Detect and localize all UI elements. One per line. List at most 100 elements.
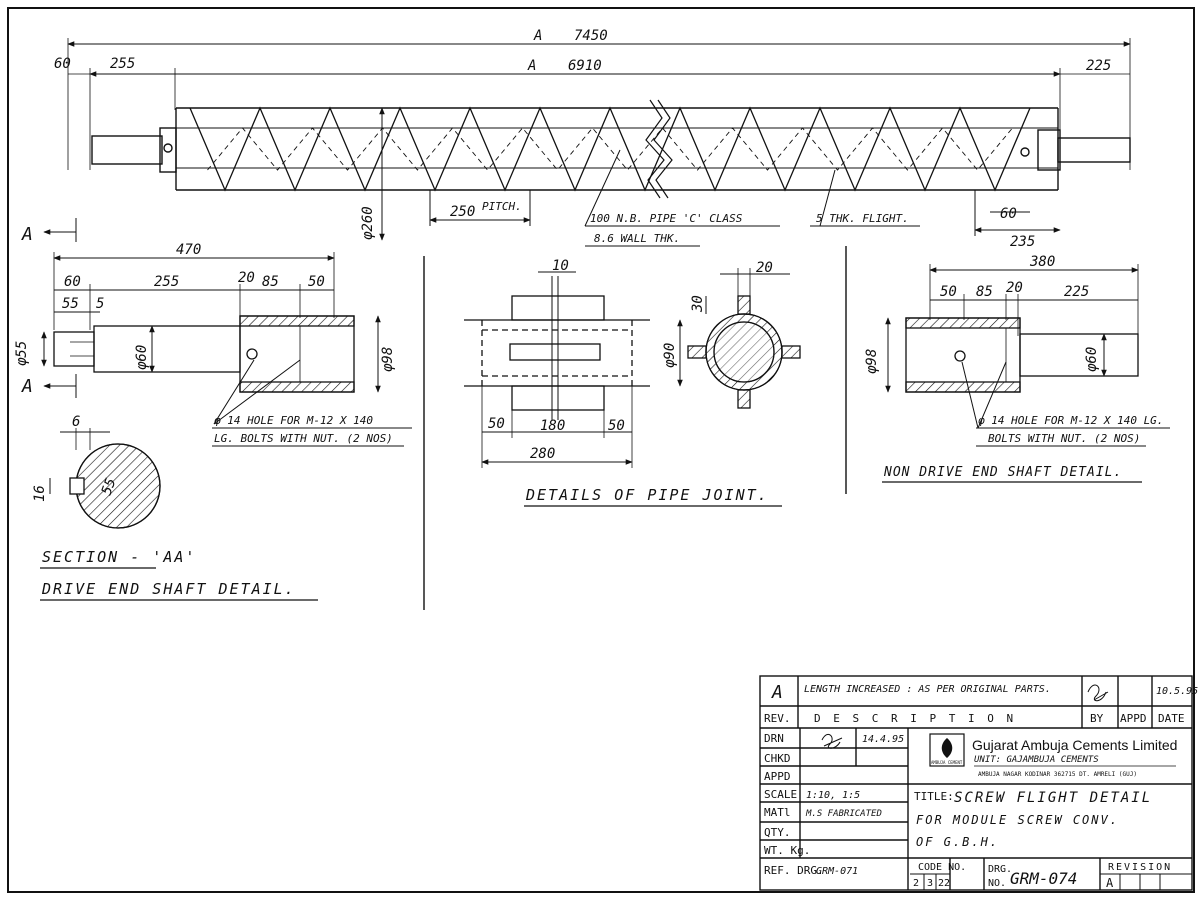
- drawing-title-line-3: OF G.B.H.: [916, 835, 999, 849]
- company-unit: UNIT: GAJAMBUJA CEMENTS: [974, 755, 1099, 765]
- nd-dim-20: 20: [1006, 280, 1023, 296]
- nd-dia-60: φ60: [1084, 347, 1100, 372]
- dim-pitch: 250: [450, 204, 475, 220]
- flight-outline: [189, 106, 1031, 192]
- code-part-2: 3: [927, 878, 933, 889]
- dim-overall-length: 7450: [574, 28, 608, 44]
- dim-left-end: 60: [54, 56, 71, 72]
- sec-dim-16: 16: [32, 485, 48, 502]
- pj-dim-10: 10: [552, 258, 569, 274]
- nd-dim-225: 225: [1064, 284, 1089, 300]
- value-revision: A: [1106, 876, 1114, 890]
- screw-flight: [189, 106, 1031, 192]
- company-address: AMBUJA NAGAR KODINAR 362715 DT. AMRELI (…: [978, 771, 1137, 778]
- pj-dia-90: φ90: [662, 343, 678, 368]
- company-name: Gujarat Ambuja Cements Limited: [972, 737, 1177, 753]
- drawing-number: GRM-074: [1010, 869, 1077, 888]
- title-label: TITLE:: [914, 790, 954, 803]
- drawing-title-line-2: FOR MODULE SCREW CONV.: [916, 813, 1119, 827]
- section-marker-bottom: A: [21, 376, 33, 397]
- non-drive-end-title: NON DRIVE END SHAFT DETAIL.: [883, 465, 1122, 480]
- dim-right-shaft: 235: [1010, 234, 1035, 250]
- pj-dim-30: 30: [690, 295, 706, 313]
- dim-flight-gap: 60: [1000, 206, 1017, 222]
- de-dim-50: 50: [308, 274, 325, 290]
- screw-main-view: [67, 38, 1131, 199]
- value-drn-date: 14.4.95: [862, 734, 904, 745]
- code-part-1: 2: [913, 878, 919, 889]
- nd-hole-note-2: BOLTS WITH NUT. (2 NOS): [988, 432, 1140, 445]
- label-ref-drg: REF. DRG.: [764, 864, 824, 877]
- de-dim-255: 255: [154, 274, 179, 290]
- pj-dim-50-right: 50: [608, 418, 625, 434]
- pipe-spec-line-1: 100 N.B. PIPE 'C' CLASS: [590, 212, 743, 225]
- pj-dim-180: 180: [540, 418, 565, 434]
- nd-hole-note-1: φ 14 HOLE FOR M-12 X 140 LG.: [978, 414, 1163, 427]
- pipe-joint-labels: 10 20 30 50 180 50 280 φ90 DETAILS OF PI…: [488, 258, 773, 504]
- pj-dim-280: 280: [530, 446, 555, 462]
- de-dia-55: φ55: [14, 341, 30, 366]
- label-qty: QTY.: [764, 826, 791, 839]
- title-block-text: A LENGTH INCREASED : AS PER ORIGINAL PAR…: [764, 682, 1198, 890]
- pipe-joint-title: DETAILS OF PIPE JOINT.: [525, 486, 769, 504]
- flight-hidden-line: [207, 127, 1013, 171]
- de-dia-60: φ60: [134, 345, 150, 370]
- rev-date: 10.5.95: [1156, 686, 1198, 697]
- sheet-border: [7, 7, 1195, 893]
- de-dim-5: 5: [96, 296, 104, 312]
- de-dim-85: 85: [262, 274, 279, 290]
- section-marker-top: A: [21, 224, 33, 245]
- label-drg-no: NO.: [988, 878, 1006, 889]
- label-drn: DRN: [764, 732, 784, 745]
- nd-dim-85: 85: [976, 284, 993, 300]
- de-dim-60: 60: [64, 274, 81, 290]
- de-dim-470: 470: [176, 242, 201, 258]
- sec-dim-6: 6: [72, 414, 80, 430]
- header-by: BY: [1090, 712, 1104, 725]
- label-weight: WT. Kg.: [764, 844, 810, 857]
- drive-end-title: DRIVE END SHAFT DETAIL.: [41, 580, 296, 598]
- header-description: D E S C R I P T I O N: [814, 712, 1016, 725]
- non-drive-end-labels: 380 50 85 20 225 φ98 φ60 φ 14 HOLE FOR M…: [864, 254, 1163, 480]
- drive-end-underlines: [40, 567, 318, 601]
- dim-pitch-label: PITCH.: [482, 200, 522, 213]
- non-drive-end-view: [885, 264, 1170, 447]
- nd-dim-50: 50: [940, 284, 957, 300]
- label-revision: REVISION: [1108, 862, 1172, 873]
- value-scale: 1:10, 1:5: [806, 790, 860, 801]
- pipe-joint-view: [464, 268, 801, 468]
- de-hole-note-2: LG. BOLTS WITH NUT. (2 NOS): [214, 432, 393, 445]
- dim-left-shaft: 255: [110, 56, 135, 72]
- de-dia-98: φ98: [380, 347, 396, 372]
- pj-dim-20: 20: [756, 260, 773, 276]
- nd-dim-380: 380: [1029, 254, 1055, 270]
- label-code-no: CODE NO.: [918, 862, 966, 873]
- drive-end-shaft-view: [41, 252, 412, 529]
- de-hole-note-1: φ 14 HOLE FOR M-12 X 140: [214, 414, 373, 427]
- dim-right-end: 225: [1086, 58, 1111, 74]
- nd-dia-98: φ98: [864, 349, 880, 374]
- drive-end-labels: 470 60 255 20 85 50 55 5 φ55 φ60 φ98 φ 1…: [14, 242, 396, 598]
- label-material: MATl: [764, 806, 791, 819]
- label-scale: SCALE: [764, 788, 797, 801]
- main-dimension-labels: A 7450 A 6910 60 255 225 φ260 250 PITCH.…: [21, 28, 1111, 397]
- value-material: M.S FABRICATED: [805, 809, 882, 819]
- de-dim-20: 20: [238, 270, 255, 286]
- company-logo-text: AMBUJA CEMENT: [931, 760, 963, 765]
- dim-rev-mark: A: [533, 28, 542, 44]
- dim-pipe-dia: φ260: [360, 206, 376, 240]
- header-rev: REV.: [764, 712, 791, 725]
- rev-description: LENGTH INCREASED : AS PER ORIGINAL PARTS…: [804, 684, 1051, 695]
- value-ref-drg: GRM-071: [816, 866, 858, 877]
- label-appd: APPD: [764, 770, 791, 783]
- drawing-title-line-1: SCREW FLIGHT DETAIL: [954, 790, 1152, 806]
- sec-dim-55: 55: [99, 476, 120, 497]
- section-aa-title: SECTION - 'AA': [42, 548, 196, 566]
- rev-letter: A: [771, 682, 783, 703]
- header-date: DATE: [1158, 712, 1185, 725]
- code-part-3: 22: [938, 878, 950, 889]
- pj-dim-50-left: 50: [488, 416, 505, 432]
- label-drg: DRG.: [988, 864, 1012, 875]
- header-appd: APPD: [1120, 712, 1147, 725]
